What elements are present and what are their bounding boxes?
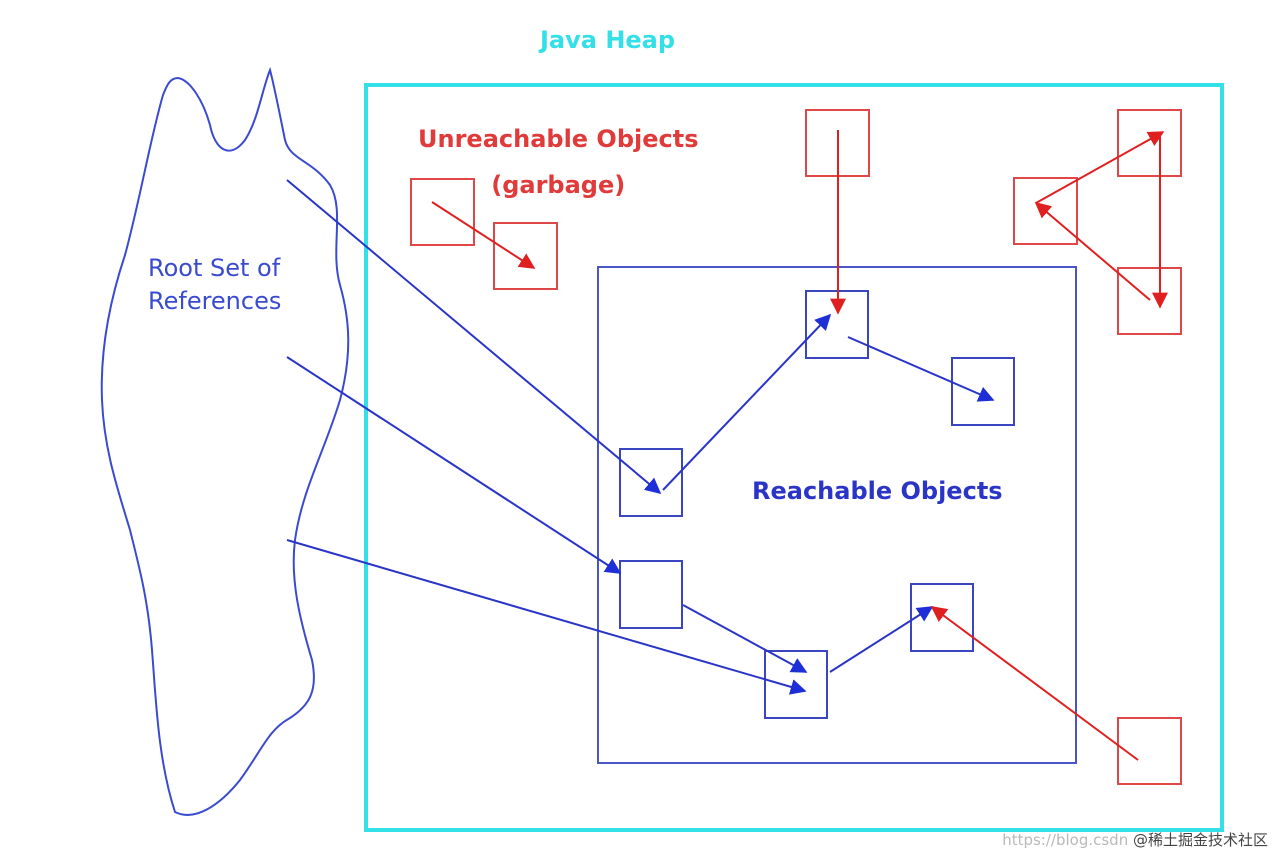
garbage-reference-arrow (1035, 131, 1165, 204)
java-heap-label: Java Heap (540, 26, 676, 54)
root-reference-arrow (286, 356, 622, 574)
unreachable-object-box (493, 222, 558, 290)
reachable-object-box (951, 357, 1015, 426)
unreachable-object-box (1117, 717, 1182, 785)
garbage-reference-arrow (930, 606, 1139, 761)
reachable-object-box (764, 650, 828, 719)
java-heap-border (364, 83, 1224, 832)
root-label-line1: Root Set of (148, 254, 281, 282)
root-reference-arrow (286, 539, 807, 695)
reference-arrow (662, 313, 832, 491)
watermark: https://blog.csdn @稀土掘金技术社区 (1002, 829, 1268, 850)
unreachable-label-line2: (garbage) (491, 171, 626, 199)
unreachable-object-box (1013, 177, 1078, 245)
watermark-url: https://blog.csdn (1002, 831, 1129, 849)
reachable-object-box (619, 448, 683, 517)
unreachable-objects-label: Unreachable Objects (garbage) (418, 116, 699, 208)
reference-arrow (829, 606, 934, 673)
root-reference-arrow (286, 179, 662, 495)
reachable-object-box (910, 583, 974, 652)
unreachable-object-box (1117, 109, 1182, 177)
reference-arrow (682, 604, 808, 673)
root-set-label: Root Set of References (148, 252, 281, 318)
garbage-reference-arrow (1034, 201, 1151, 301)
watermark-site: @稀土掘金技术社区 (1132, 831, 1268, 849)
garbage-reference-arrow (431, 201, 536, 269)
reachable-objects-label: Reachable Objects (752, 477, 1003, 505)
unreachable-object-box (410, 178, 475, 246)
reachable-object-box (619, 560, 683, 629)
root-set-outline (100, 66, 350, 816)
root-label-line2: References (148, 287, 282, 315)
unreachable-object-box (1117, 267, 1182, 335)
reference-arrow (847, 336, 995, 402)
unreachable-label-line1: Unreachable Objects (418, 125, 699, 153)
